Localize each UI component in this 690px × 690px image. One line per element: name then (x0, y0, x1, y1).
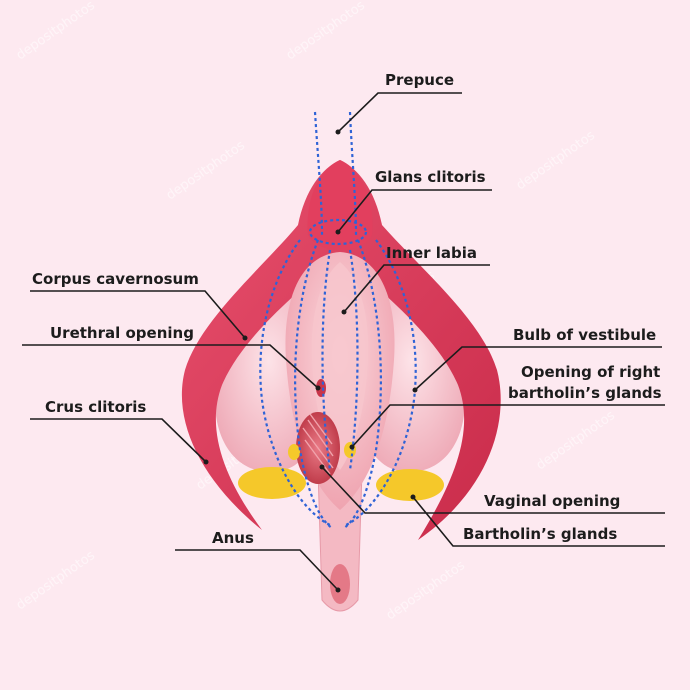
watermark-text: depositphotos (534, 408, 618, 473)
bartholin-gland-left (238, 467, 306, 499)
watermark-text: depositphotos (384, 558, 468, 623)
label-bulb-of-vestibule: Bulb of vestibule (513, 326, 656, 344)
label-crus-clitoris: Crus clitoris (45, 398, 146, 416)
watermark-text: depositphotos (14, 0, 98, 63)
internal-outlines (259, 111, 417, 529)
bartholin-gland-right (376, 469, 444, 501)
label-inner-labia: Inner labia (386, 244, 477, 262)
label-opening-right-bartholin-2: bartholin’s glands (508, 384, 662, 402)
vaginal-rugae (302, 413, 334, 475)
label-urethral-opening: Urethral opening (50, 324, 194, 342)
label-glans-clitoris: Glans clitoris (375, 168, 486, 186)
label-vaginal-opening: Vaginal opening (484, 492, 620, 510)
label-anus: Anus (212, 529, 254, 547)
watermark-text: depositphotos (14, 548, 98, 613)
watermark-text: depositphotos (164, 138, 248, 203)
anus-shape (330, 564, 350, 604)
watermark-text: depositphotos (284, 0, 368, 63)
label-prepuce: Prepuce (385, 71, 454, 89)
label-bartholins-glands: Bartholin’s glands (463, 525, 617, 543)
label-opening-right-bartholin-1: Opening of right (521, 363, 660, 381)
watermark-text: depositphotos (514, 128, 598, 193)
leader-lines (22, 92, 665, 593)
perineum-strip (317, 469, 363, 612)
label-corpus-cavernosum: Corpus cavernosum (32, 270, 199, 288)
bartholin-duct-opening-left (288, 444, 300, 460)
